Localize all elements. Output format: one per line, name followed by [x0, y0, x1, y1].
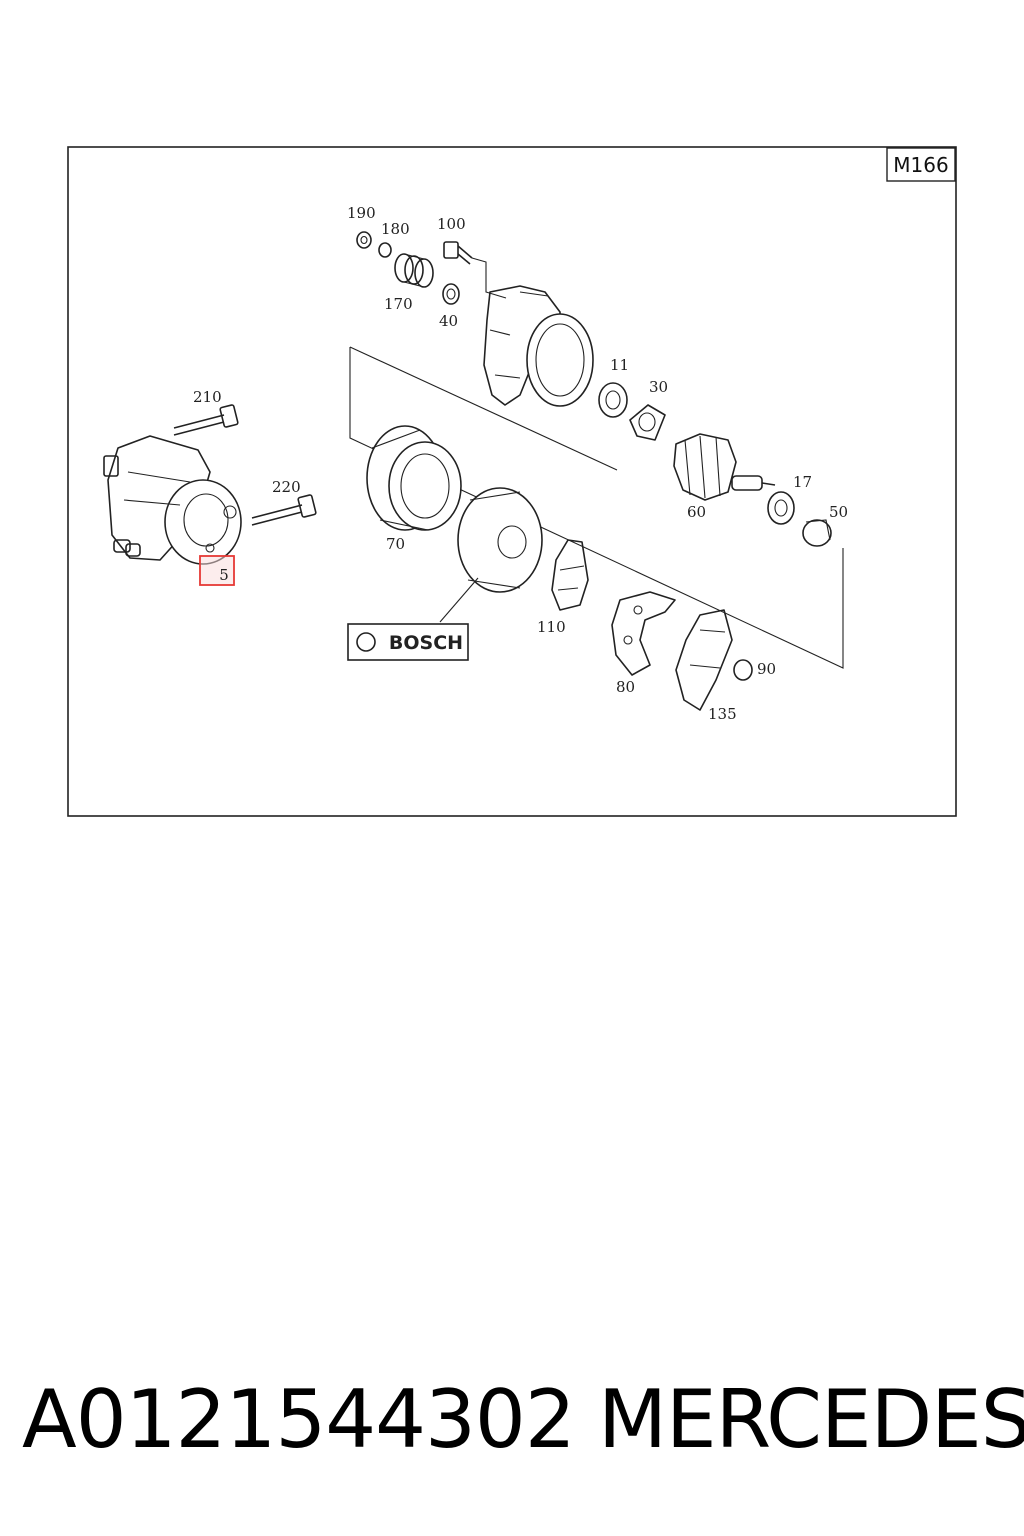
- callout-17: 17: [793, 473, 812, 491]
- slip-ring-end-shield: [457, 487, 543, 593]
- rectifier-80: [611, 591, 676, 676]
- bolt-220: [251, 494, 317, 526]
- protective-cap-135: [675, 609, 733, 711]
- voltage-regulator-110: [551, 539, 589, 611]
- callout-80: 80: [616, 678, 635, 696]
- cap-90: [733, 659, 753, 681]
- callout-100: 100: [437, 215, 466, 233]
- part-caption: A0121544302 MERCEDES: [0, 1370, 1024, 1480]
- callout-135: 135: [708, 705, 737, 723]
- callout-60: 60: [687, 503, 706, 521]
- bolt-210: [173, 404, 239, 436]
- washer-40: [442, 283, 460, 305]
- diagram-frame: [67, 146, 957, 817]
- callout-170: 170: [384, 295, 413, 313]
- callout-50: 50: [829, 503, 848, 521]
- alternator-assembly: [103, 435, 242, 565]
- callout-11: 11: [610, 356, 629, 374]
- exploded-parts-diagram: M166: [67, 146, 957, 817]
- highlighted-callout-5[interactable]: 5: [199, 555, 235, 586]
- callout-70: 70: [386, 535, 405, 553]
- callout-30: 30: [649, 378, 668, 396]
- insulating-bushing-170: [394, 253, 434, 288]
- washer-180: [378, 242, 392, 258]
- callout-40: 40: [439, 312, 458, 330]
- model-code-box: M166: [886, 147, 956, 182]
- model-code-label: M166: [893, 153, 948, 177]
- ball-bearing-17: [767, 491, 795, 525]
- callout-220: 220: [272, 478, 301, 496]
- callout-5-label: 5: [219, 566, 229, 584]
- assembly-outline: [349, 347, 844, 669]
- bolt-100: [443, 241, 507, 299]
- callout-180: 180: [381, 220, 410, 238]
- stator-70: [366, 425, 462, 531]
- callout-110: 110: [537, 618, 566, 636]
- retainer-plate-30: [629, 404, 666, 441]
- bosch-logo-text: BOSCH: [389, 632, 463, 654]
- brand-name: MERCEDES: [598, 1373, 1024, 1466]
- callout-210: 210: [193, 388, 222, 406]
- bosch-logo: BOSCH: [347, 623, 469, 661]
- cover-cap-50: [802, 519, 832, 547]
- callout-90: 90: [757, 660, 776, 678]
- drive-end-housing: [483, 285, 594, 407]
- callout-190: 190: [347, 204, 376, 222]
- part-number: A0121544302: [22, 1373, 576, 1466]
- rotor-60: [673, 433, 776, 501]
- ball-bearing-11: [598, 382, 628, 418]
- nut-190: [356, 231, 372, 249]
